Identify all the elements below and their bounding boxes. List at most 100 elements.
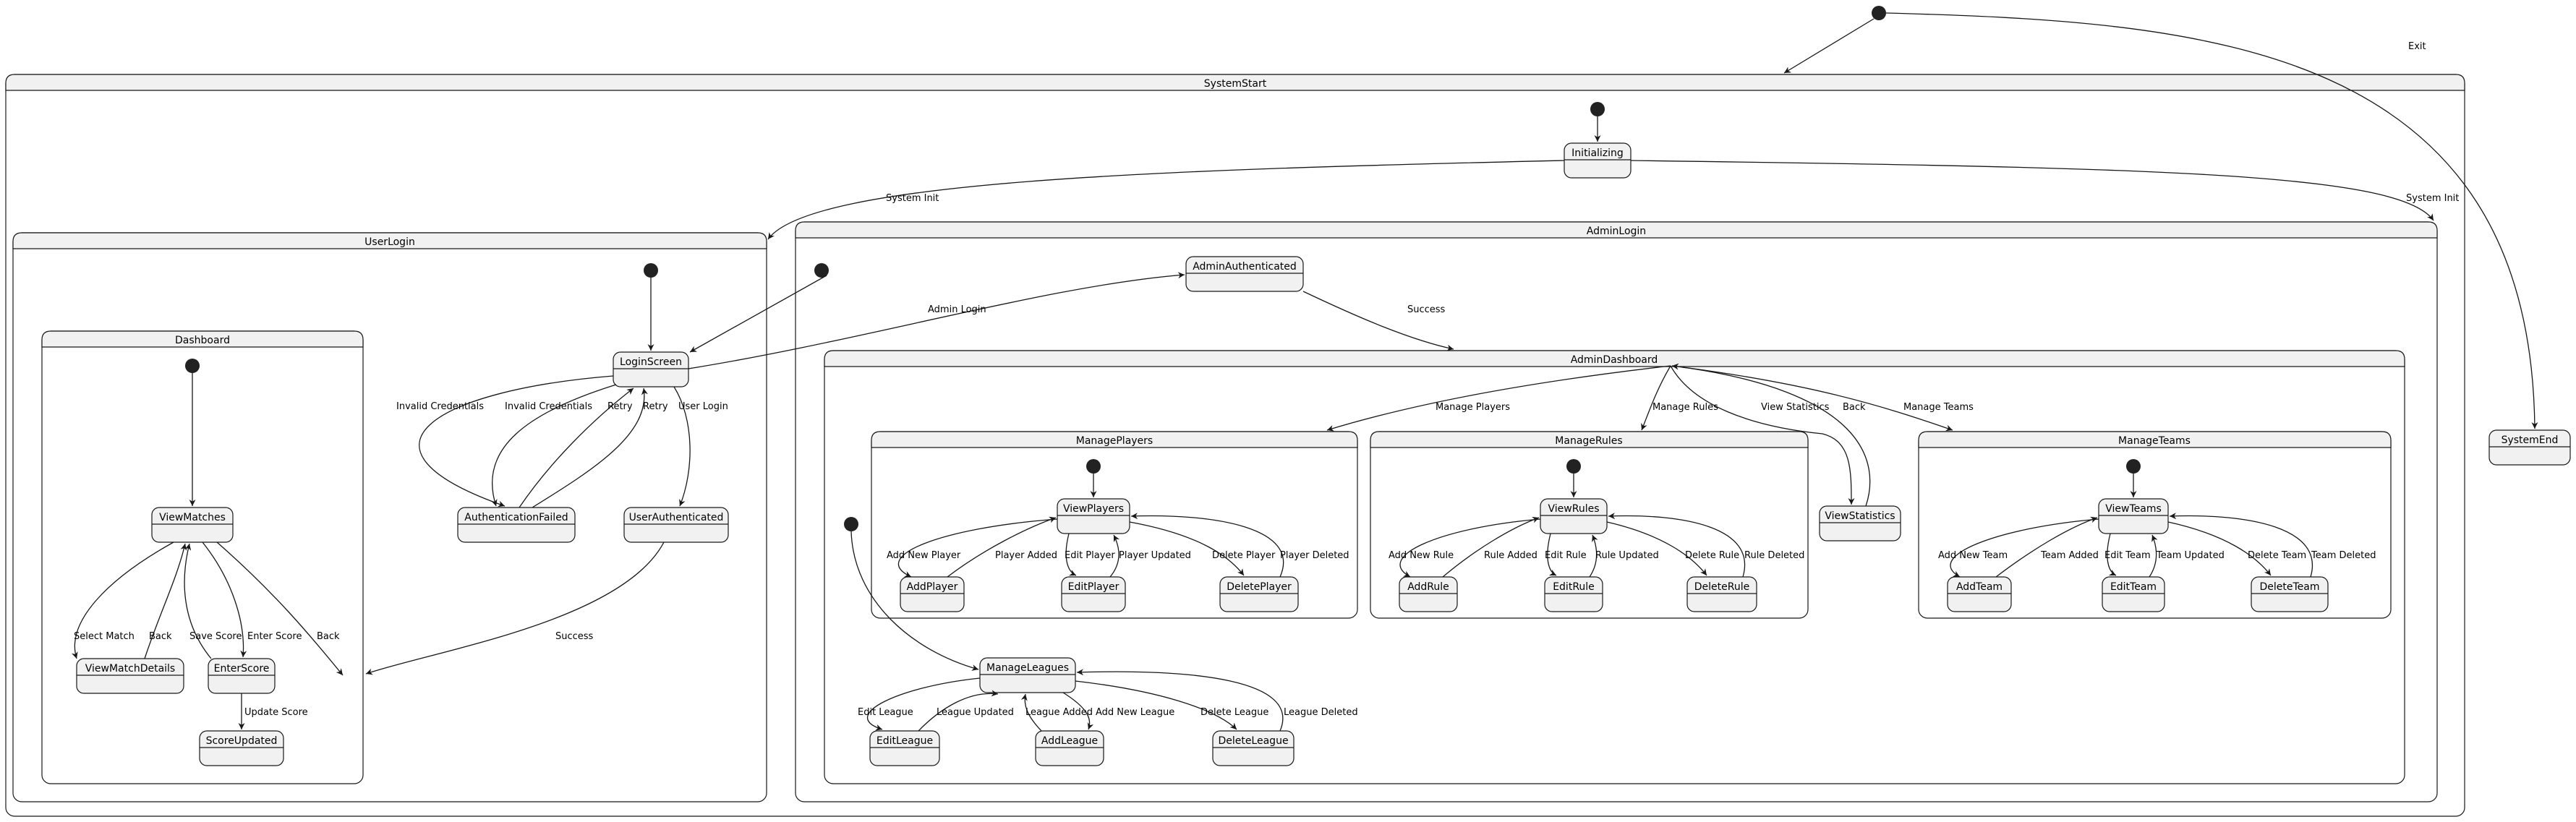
edge-retry-2 <box>532 388 648 508</box>
edge-team-deleted <box>2169 513 2313 578</box>
label-add-new-rule: Add New Rule <box>1389 550 1454 561</box>
state-view-matches: ViewMatches <box>151 507 234 543</box>
label-manage-players: Manage Players <box>1436 402 1510 413</box>
edge-delete-rule <box>1606 521 1707 576</box>
label-user-login: User Login <box>678 401 728 412</box>
edge-rule-deleted <box>1608 513 1745 578</box>
state-delete-team-label: DeleteTeam <box>2259 581 2319 593</box>
state-system-end: SystemEnd <box>2488 429 2571 466</box>
label-add-new-player: Add New Player <box>887 550 961 561</box>
label-rule-deleted: Rule Deleted <box>1744 550 1804 561</box>
label-edit-rule: Edit Rule <box>1545 550 1587 561</box>
state-add-league-label: AddLeague <box>1041 735 1098 747</box>
label-delete-rule: Delete Rule <box>1685 550 1739 561</box>
initial-state-admin-login <box>814 263 829 278</box>
edge-player-updated <box>1109 534 1120 578</box>
state-enter-score: EnterScore <box>208 658 276 694</box>
edge-delete-player <box>1129 521 1245 576</box>
label-admin-login: Admin Login <box>928 304 986 315</box>
composite-dashboard: Dashboard <box>41 330 364 784</box>
label-add-new-team: Add New Team <box>1938 550 2008 561</box>
label-manage-teams: Manage Teams <box>1903 402 1974 413</box>
edge-team-added <box>1995 516 2098 578</box>
edge-save-score <box>184 543 212 659</box>
state-view-players-label: ViewPlayers <box>1063 503 1124 515</box>
composite-manage-players-title: ManagePlayers <box>1076 435 1153 447</box>
state-admin-authenticated: AdminAuthenticated <box>1185 256 1304 292</box>
state-view-statistics-label: ViewStatistics <box>1825 510 1895 522</box>
edge-back-dashboard <box>216 541 344 676</box>
edge-delete-league <box>1075 680 1237 730</box>
edge-system-init-admin <box>1630 160 2434 221</box>
state-view-statistics: ViewStatistics <box>1819 505 1901 541</box>
edge-add-new-league <box>1062 692 1094 730</box>
label-add-new-league: Add New League <box>1096 707 1174 718</box>
edge-user-success <box>365 541 665 675</box>
composite-system-start-title: SystemStart <box>1204 78 1267 90</box>
label-team-updated: Team Updated <box>2156 550 2225 561</box>
edge-edit-team <box>2107 533 2117 576</box>
state-delete-player-label: DeletePlayer <box>1227 581 1292 593</box>
edge-rule-added <box>1442 516 1540 578</box>
label-exit: Exit <box>2408 41 2426 52</box>
state-initializing-label: Initializing <box>1571 147 1624 159</box>
label-system-init-admin: System Init <box>2406 193 2459 204</box>
edge-edit-league <box>866 677 981 731</box>
label-user-success: Success <box>555 631 594 642</box>
label-edit-player: Edit Player <box>1065 550 1115 561</box>
label-select-match: Select Match <box>74 631 135 642</box>
label-retry-1: Retry <box>607 401 633 412</box>
label-player-updated: Player Updated <box>1119 550 1191 561</box>
initial-state-manage-teams <box>2126 459 2141 474</box>
edge-initial-to-system-start <box>1783 18 1875 74</box>
state-system-end-label: SystemEnd <box>2502 434 2559 446</box>
edge-admin-success <box>1302 291 1454 351</box>
edge-delete-team <box>2167 521 2272 576</box>
edge-invalid-2 <box>490 384 617 507</box>
state-add-team: AddTeam <box>1947 576 2012 612</box>
initial-state-manage-rules <box>1566 459 1581 474</box>
state-add-team-label: AddTeam <box>1956 581 2003 593</box>
state-admin-authenticated-label: AdminAuthenticated <box>1193 261 1297 273</box>
label-enter-score: Enter Score <box>247 631 302 642</box>
label-back-statistics: Back <box>1843 402 1866 413</box>
label-league-updated: League Updated <box>937 707 1014 718</box>
state-authentication-failed-label: AuthenticationFailed <box>464 512 568 523</box>
state-edit-league: EditLeague <box>869 730 940 766</box>
edge-edit-rule <box>1547 533 1557 576</box>
composite-admin-dashboard-title: AdminDashboard <box>1571 354 1658 366</box>
state-delete-player: DeletePlayer <box>1219 576 1299 612</box>
state-login-screen-label: LoginScreen <box>620 356 682 368</box>
edge-retry-1 <box>519 388 634 508</box>
initial-state-system-start <box>1590 102 1605 116</box>
initial-state-user-login <box>644 263 658 278</box>
label-delete-team: Delete Team <box>2248 550 2306 561</box>
composite-user-login-title: UserLogin <box>364 236 415 248</box>
edge-initial-to-manage-leagues <box>850 531 979 671</box>
edge-enter-score <box>202 541 247 658</box>
state-add-rule-label: AddRule <box>1407 581 1449 593</box>
label-update-score: Update Score <box>244 707 308 718</box>
label-back-details: Back <box>149 631 172 642</box>
label-team-added: Team Added <box>2040 550 2099 561</box>
state-enter-score-label: EnterScore <box>214 663 270 675</box>
edge-manage-players <box>1326 365 1671 432</box>
label-team-deleted: Team Deleted <box>2311 550 2376 561</box>
state-edit-team: EditTeam <box>2102 576 2165 612</box>
label-league-added: League Added <box>1025 707 1093 718</box>
label-invalid-2: Invalid Credentials <box>505 401 592 412</box>
state-view-rules: ViewRules <box>1540 498 1608 534</box>
transition-edges: Exit System Init System Init Admin Login… <box>72 12 2538 732</box>
state-delete-team: DeleteTeam <box>2251 576 2329 612</box>
label-delete-league: Delete League <box>1200 707 1268 718</box>
edge-player-added <box>947 516 1057 578</box>
edge-league-deleted <box>1076 669 1284 732</box>
label-invalid-1: Invalid Credentials <box>396 401 484 412</box>
label-edit-league: Edit League <box>858 707 913 718</box>
edge-add-new-rule <box>1399 518 1541 578</box>
composite-dashboard-title: Dashboard <box>175 335 230 346</box>
edge-team-updated <box>2149 534 2158 578</box>
label-admin-success: Success <box>1407 304 1446 315</box>
edge-manage-rules <box>1641 365 1671 431</box>
state-score-updated: ScoreUpdated <box>199 730 284 766</box>
